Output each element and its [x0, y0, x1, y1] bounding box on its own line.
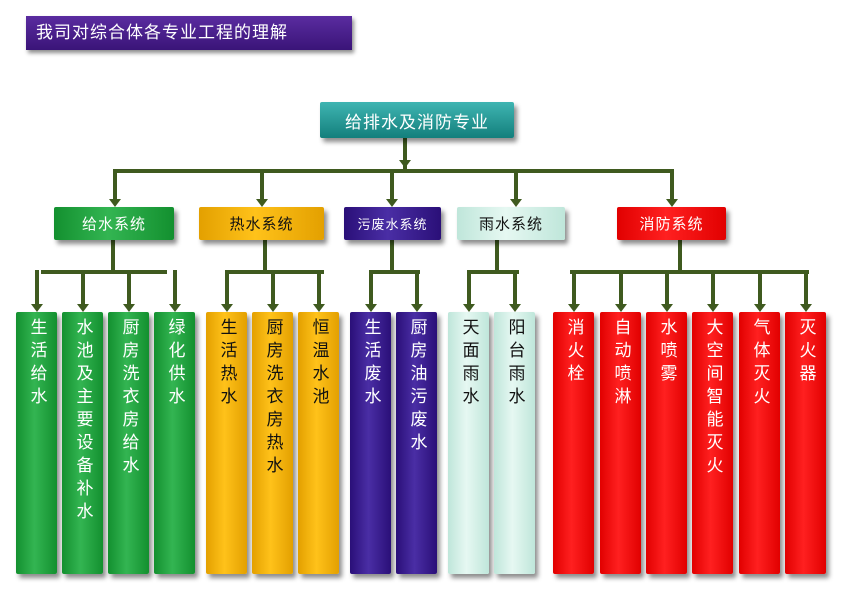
leaf-domestic-supply: 生活给水 — [16, 312, 57, 574]
connector-leaf-arrow — [77, 304, 89, 312]
connector-leaf-arrow — [661, 304, 673, 312]
leaf-constant-temp-pool: 恒温水池 — [298, 312, 339, 574]
leaf-kitchen-oil-waste: 厨房油污废水 — [396, 312, 437, 574]
category-rain-water: 雨水系统 — [457, 207, 565, 240]
connector-leaf-arrow — [509, 304, 521, 312]
connector-leaf-arrow — [169, 304, 181, 312]
connector-category-arrow — [666, 199, 678, 207]
category-waste-water: 污废水系统 — [344, 207, 441, 240]
leaf-sprinkler: 自动喷淋 — [600, 312, 641, 574]
root-node-water-fire: 给排水及消防专业 — [320, 102, 514, 138]
connector-leaf-arrow — [221, 304, 233, 312]
leaf-kitchen-laundry-supply: 厨房洗衣房给水 — [108, 312, 149, 574]
connector-category-arrow — [510, 199, 522, 207]
leaf-gas-extinguish: 气体灭火 — [739, 312, 780, 574]
leaf-greening-supply: 绿化供水 — [154, 312, 195, 574]
connector-leaf-arrow — [313, 304, 325, 312]
category-fire-protection: 消防系统 — [617, 207, 726, 240]
leaf-pool-makeup: 水池及主要设备补水 — [62, 312, 103, 574]
connector-leaf-arrow — [707, 304, 719, 312]
connector-leaf-arrow — [615, 304, 627, 312]
connector-leaf-arrow — [754, 304, 766, 312]
connector-leaf-arrow — [31, 304, 43, 312]
connector-leaf-arrow — [411, 304, 423, 312]
connector-leaf-arrow — [800, 304, 812, 312]
connector-category-arrow — [109, 199, 121, 207]
leaf-roof-rain: 天面雨水 — [448, 312, 489, 574]
connector-leaf-arrow — [568, 304, 580, 312]
leaf-extinguisher: 灭火器 — [785, 312, 826, 574]
connector-leaf-arrow — [267, 304, 279, 312]
leaf-domestic-hot-water: 生活热水 — [206, 312, 247, 574]
connector-leaf-arrow — [365, 304, 377, 312]
page-title: 我司对综合体各专业工程的理解 — [26, 16, 352, 50]
category-water-supply: 给水系统 — [54, 207, 174, 240]
connector-leaf-arrow — [463, 304, 475, 312]
connector-root-arrow — [399, 160, 411, 168]
leaf-kitchen-laundry-hot-water: 厨房洗衣房热水 — [252, 312, 293, 574]
leaf-balcony-rain: 阳台雨水 — [494, 312, 535, 574]
connector-category-arrow — [256, 199, 268, 207]
leaf-hydrant: 消火栓 — [553, 312, 594, 574]
leaf-large-space-extinguish: 大空间智能灭火 — [692, 312, 733, 574]
category-hot-water: 热水系统 — [199, 207, 324, 240]
connector-category-arrow — [386, 199, 398, 207]
leaf-water-mist: 水喷雾 — [646, 312, 687, 574]
leaf-domestic-waste: 生活废水 — [350, 312, 391, 574]
connector-leaf-arrow — [123, 304, 135, 312]
